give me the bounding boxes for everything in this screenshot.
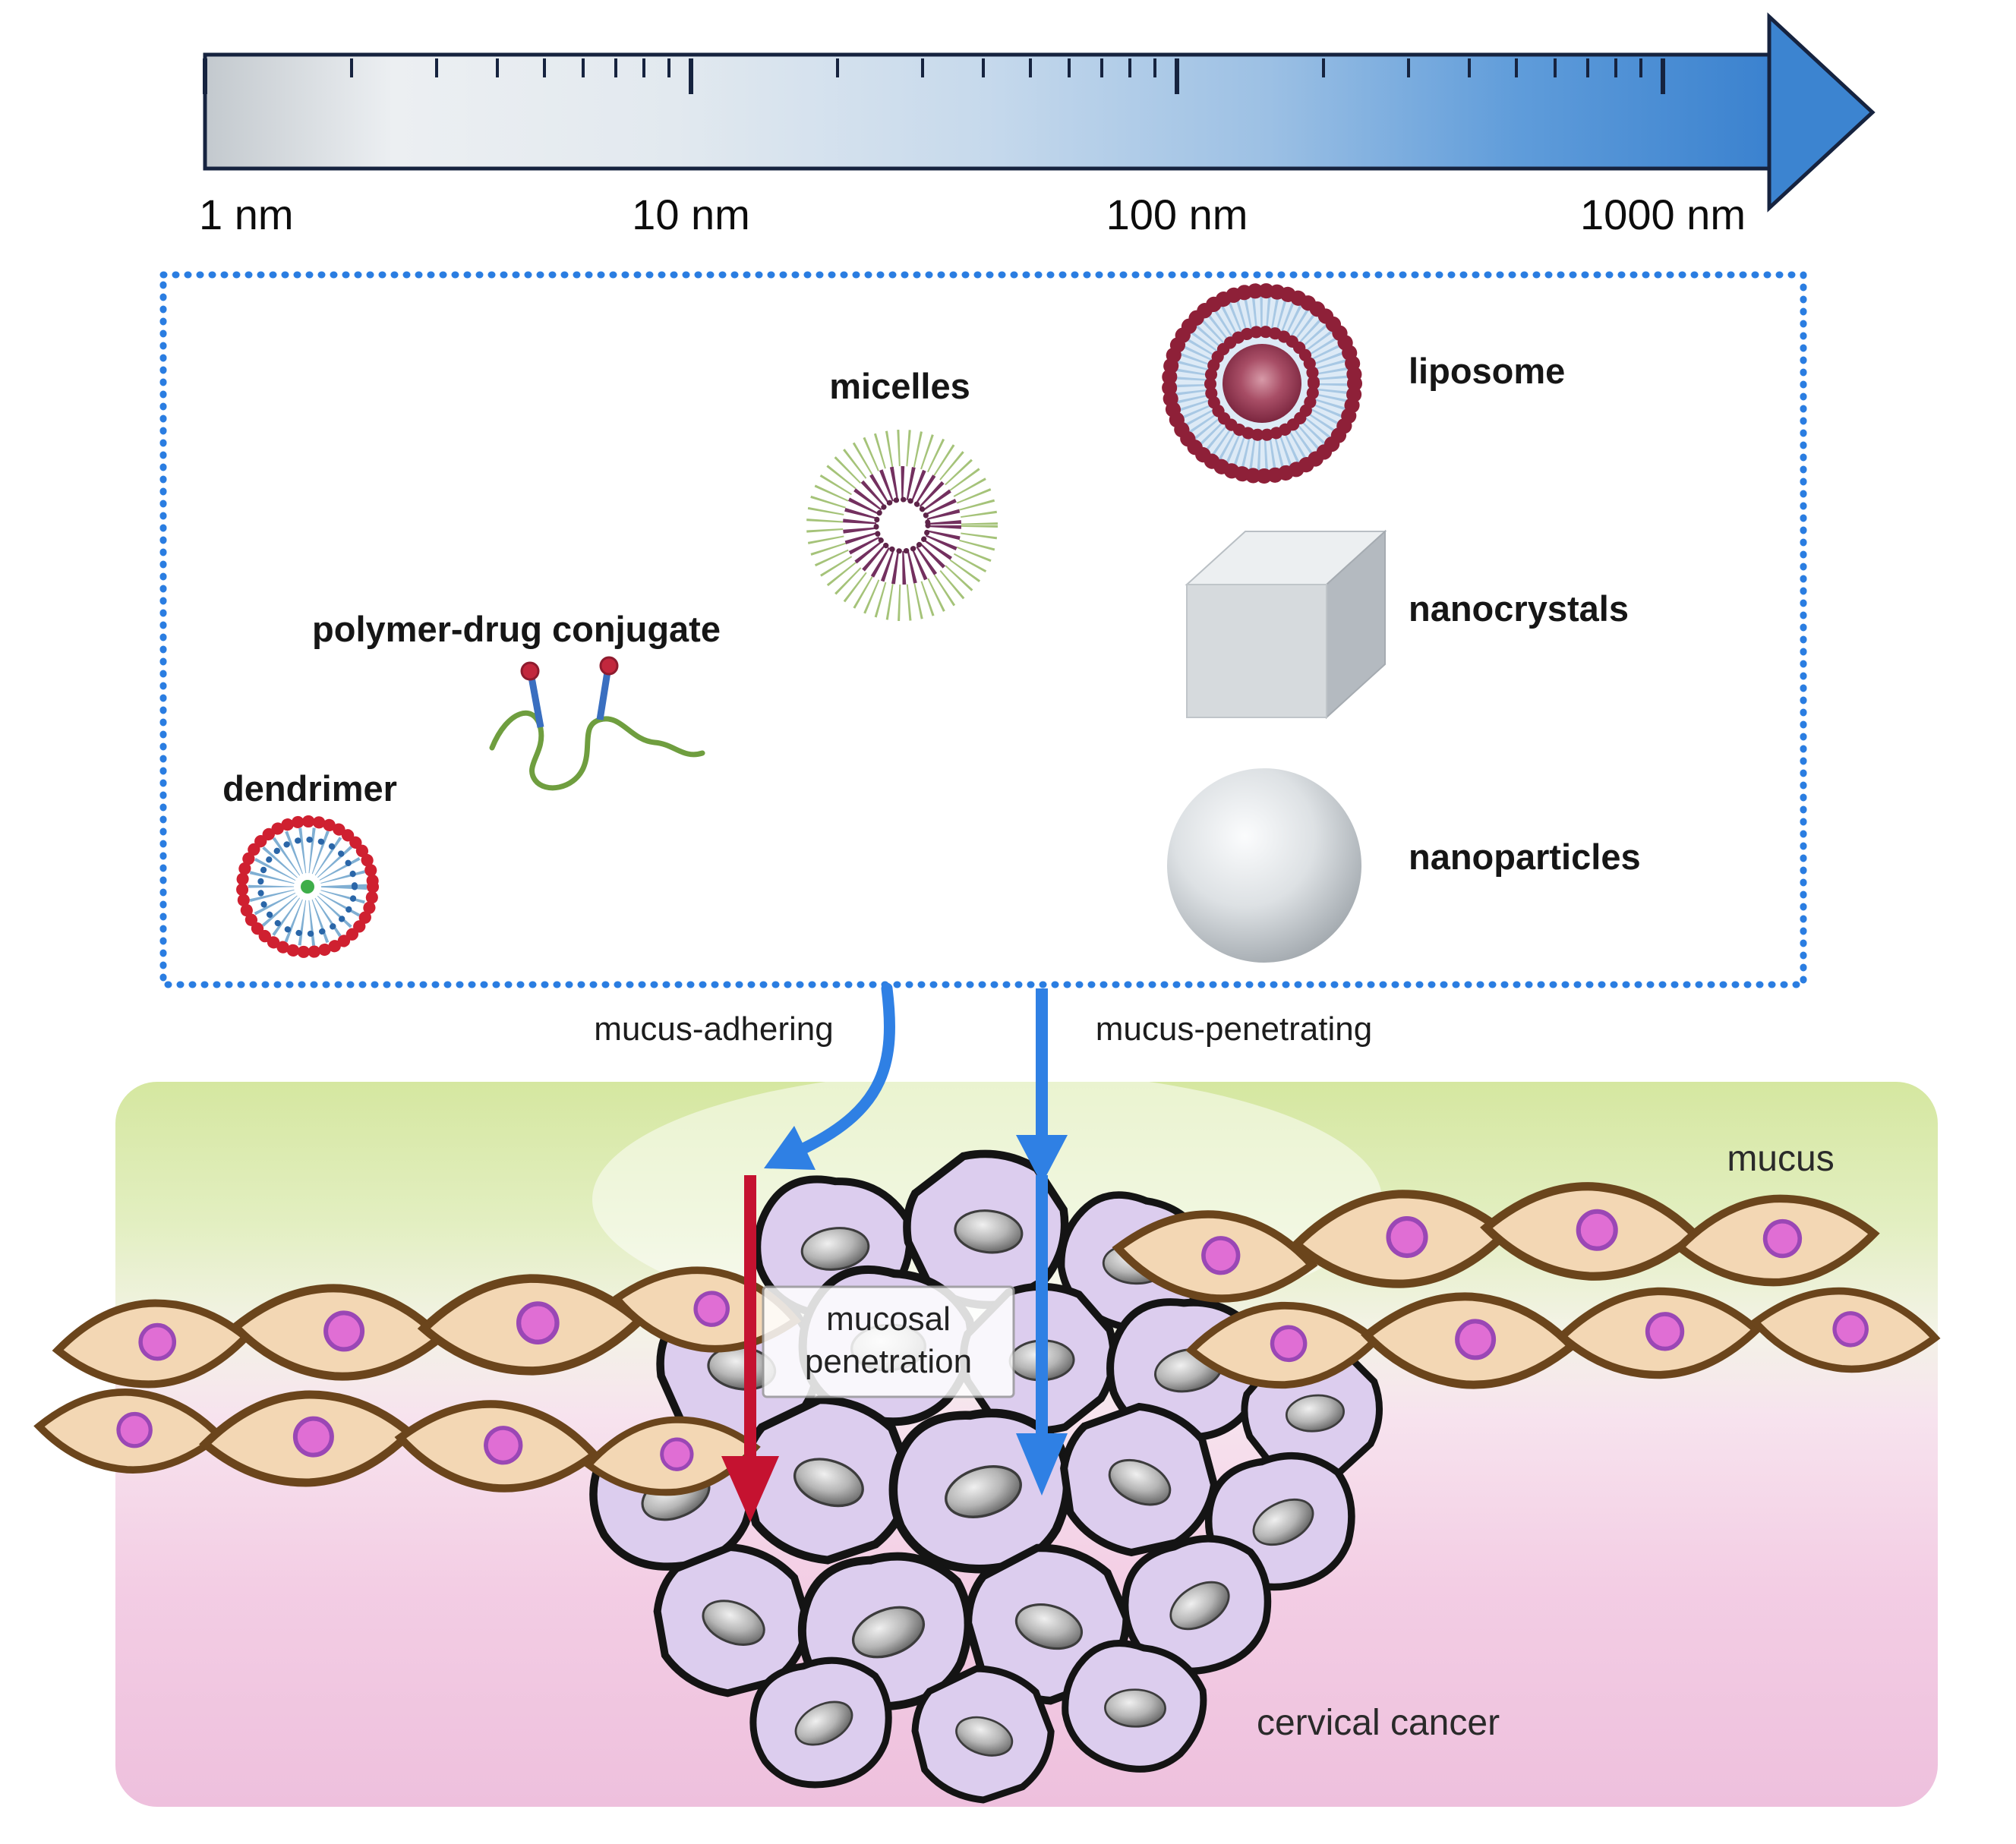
penetrating-depth-arrowhead — [1016, 1433, 1068, 1496]
nanoparticle-sphere-illustration — [1167, 768, 1361, 963]
size-scale-arrow: 1 nm 10 nm 100 nm 1000 nm — [199, 12, 1876, 238]
scale-label-1000nm: 1000 nm — [1580, 191, 1746, 238]
tissue-illustration: mucosal penetration mucus cervical cance… — [37, 1070, 1939, 1807]
mucus-adhering-arrow — [799, 982, 895, 1154]
adhering-penetration-arrowhead — [721, 1456, 779, 1522]
drug-molecule — [599, 656, 619, 676]
scale-label-100nm: 100 nm — [1106, 191, 1248, 238]
dendrimer-nodes — [257, 837, 358, 937]
mucus-adhering-arrowhead — [764, 1126, 816, 1170]
scale-arrowhead — [1767, 12, 1876, 213]
micelle-corona — [806, 430, 998, 621]
mucosal-penetration-line2: penetration — [805, 1343, 972, 1380]
polymer-drug-conjugate-illustration — [489, 656, 705, 791]
polymer-drug-conjugate-label: polymer-drug conjugate — [312, 609, 721, 649]
drug-molecule — [520, 661, 540, 681]
liposome-core — [1223, 344, 1301, 423]
callout-box — [762, 1285, 1015, 1398]
linker — [528, 676, 544, 728]
nanocrystals-label: nanocrystals — [1409, 588, 1629, 629]
liposome-inner-heads — [1204, 326, 1320, 441]
nanocrystal-illustration — [1185, 529, 1387, 720]
mucosal-penetration-line1: mucosal — [826, 1300, 951, 1338]
nanoparticles-label: nanoparticles — [1409, 837, 1641, 877]
mucus-label: mucus — [1727, 1139, 1834, 1179]
micelle-core — [873, 496, 931, 554]
polymer-chain — [489, 710, 705, 791]
scale-tick-marks — [203, 58, 1665, 94]
scale-label-10nm: 10 nm — [632, 191, 750, 238]
dendrimer-core — [301, 880, 314, 894]
micelle-illustration — [806, 430, 998, 621]
scale-label-1nm: 1 nm — [199, 191, 294, 238]
liposome-bilayer — [1169, 291, 1355, 476]
dendrimer-label: dendrimer — [222, 768, 397, 809]
mucus-adhering-label: mucus-adhering — [594, 1010, 834, 1048]
liposome-outer-heads — [1162, 283, 1362, 484]
mucus-penetrating-arrowhead — [1016, 1135, 1068, 1184]
dashed-border — [159, 271, 1807, 988]
linker — [596, 671, 611, 720]
nanocarrier-box: micelles liposome polymer-drug conjugate… — [159, 271, 1807, 988]
cube-front-face — [1186, 584, 1327, 718]
liposome-illustration — [1162, 283, 1362, 484]
mucus-penetrating-label: mucus-penetrating — [1096, 1010, 1372, 1048]
scale-arrow-body — [203, 52, 1771, 171]
micelles-label: micelles — [829, 366, 970, 406]
liposome-label: liposome — [1409, 351, 1565, 391]
cervical-cancer-label: cervical cancer — [1257, 1703, 1500, 1743]
mucosal-penetration-callout: mucosal penetration — [762, 1285, 1015, 1398]
dendrimer-illustration — [236, 815, 379, 958]
pathway-arrows: mucus-adhering mucus-penetrating — [594, 982, 1372, 1522]
dendrimer-surface-groups — [236, 815, 379, 958]
